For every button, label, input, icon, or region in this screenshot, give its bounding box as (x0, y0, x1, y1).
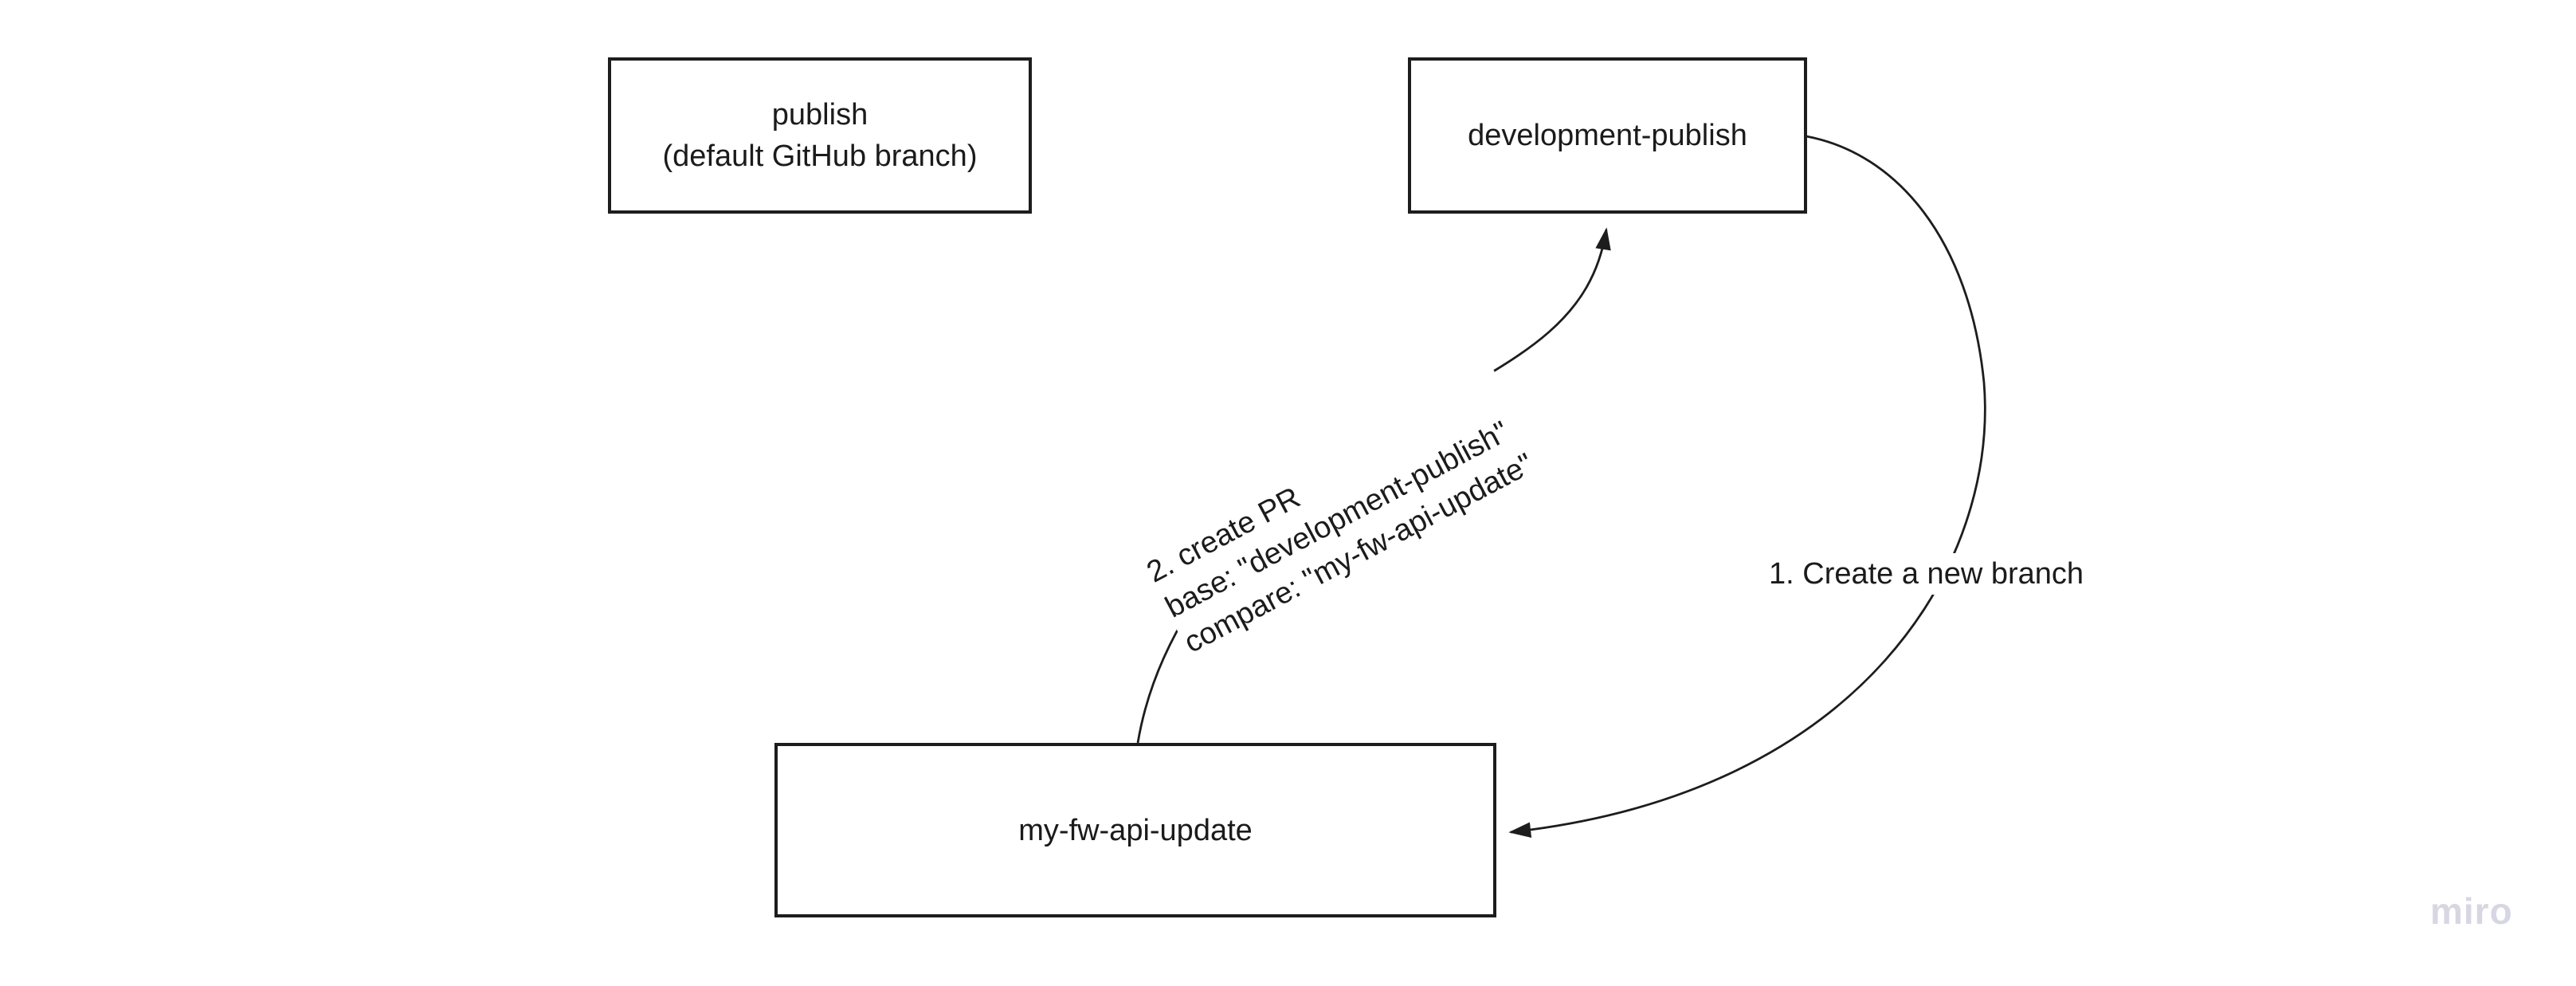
miro-logo: miro (2430, 890, 2513, 933)
shape-development-publish-branch[interactable]: development-publish (1408, 57, 1807, 214)
miro-logo-text: miro (2430, 890, 2513, 932)
shape-publish-branch[interactable]: publish (default GitHub branch) (608, 57, 1032, 214)
publish-label-line2: (default GitHub branch) (662, 139, 978, 173)
my-fw-api-update-label: my-fw-api-update (1018, 813, 1253, 847)
connector-label-create-branch[interactable]: 1. Create a new branch (1759, 553, 2094, 595)
connector-create-branch[interactable] (1508, 135, 1986, 838)
create-branch-text: 1. Create a new branch (1769, 557, 2084, 591)
development-publish-label: development-publish (1468, 119, 1747, 152)
publish-label-line1: publish (771, 98, 868, 132)
shape-my-fw-api-update-branch[interactable]: my-fw-api-update (774, 743, 1496, 917)
